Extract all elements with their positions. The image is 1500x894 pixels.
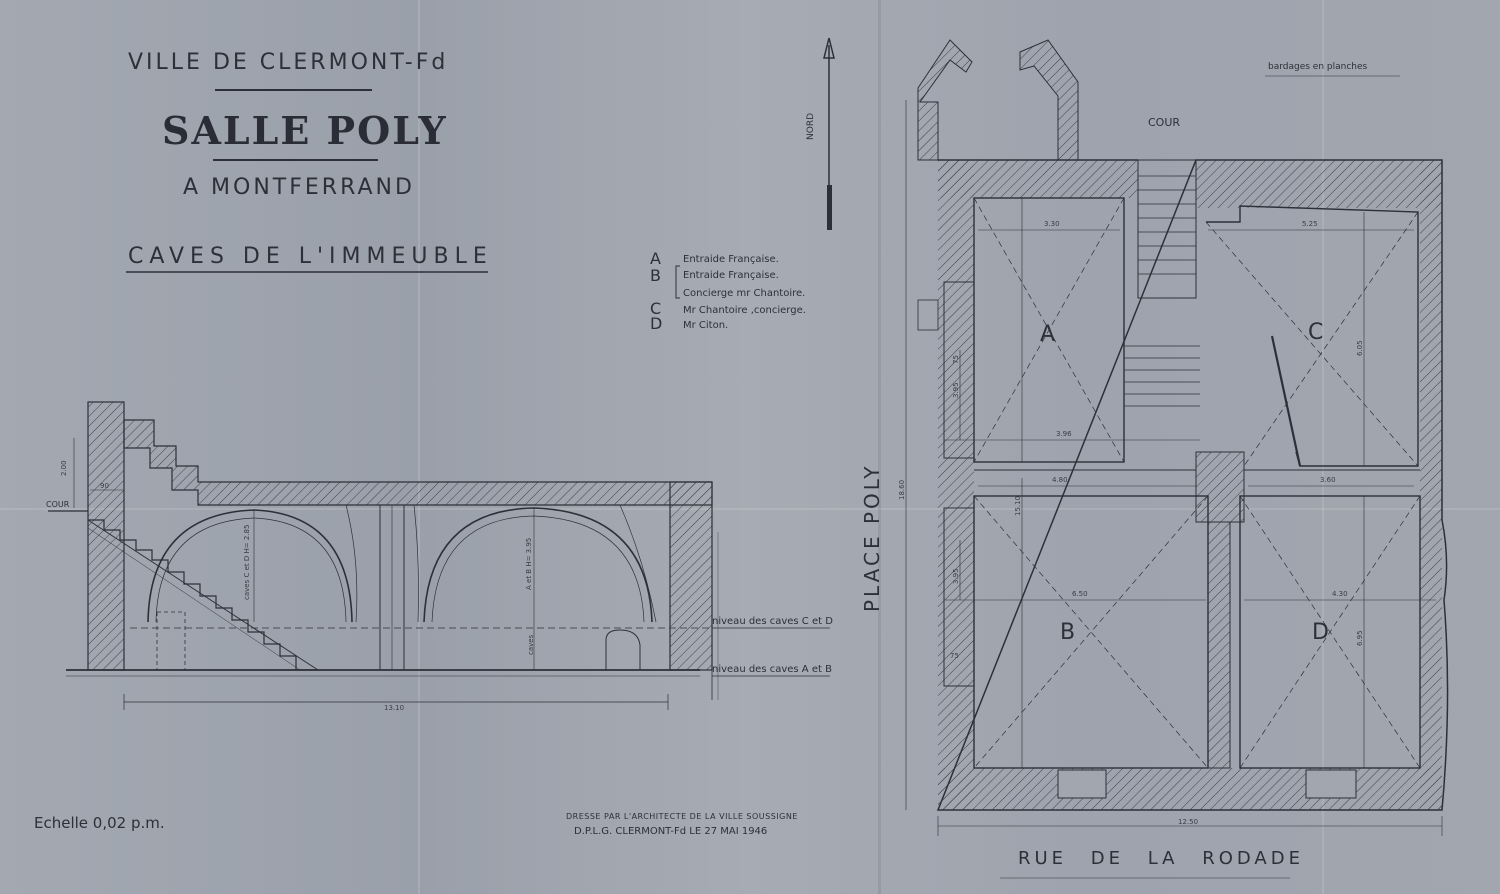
fold-line <box>1322 0 1324 894</box>
legend-text-b: Entraide Française. <box>683 270 779 281</box>
section-dim-caves: caves <box>527 634 535 655</box>
legend-text-c: Mr Chantoire ,concierge. <box>683 305 806 316</box>
plan-dim: 3.60 <box>1320 476 1336 484</box>
plan-dim: 3.95 <box>952 568 960 584</box>
room-d-label: D <box>1312 620 1329 645</box>
drawn-by-label: DRESSE PAR L'ARCHITECTE DE LA VILLE SOUS… <box>566 812 798 821</box>
plan-dim: 15.10 <box>1014 495 1022 516</box>
room-a-label: A <box>1040 322 1056 347</box>
level-ab-label: niveau des caves A et B <box>712 664 832 675</box>
legend-text-d: Mr Citon. <box>683 320 729 331</box>
plan-dim: 18.60 <box>898 479 906 500</box>
legend-text-concierge: Concierge mr Chantoire. <box>683 288 806 299</box>
legend-letter-b: B <box>650 266 661 285</box>
street-label: RUE DE LA RODADE <box>1018 848 1304 869</box>
plan-dim: 4.30 <box>1332 590 1348 598</box>
floor-plan <box>905 39 1449 879</box>
section-cour-label: COUR <box>46 500 70 509</box>
main-title: SALLE POLY <box>162 108 448 153</box>
plan-dim: 3.95 <box>952 382 960 398</box>
plan-dim: 12.50 <box>1178 818 1199 826</box>
legend-text-a: Entraide Française. <box>683 254 779 265</box>
fold-line <box>878 0 881 894</box>
fold-line <box>418 0 420 894</box>
subtitle: CAVES DE L'IMMEUBLE <box>128 244 493 269</box>
plan-dim: 5.25 <box>1302 220 1318 228</box>
fold-line <box>0 508 1500 510</box>
plan-dim: 4.80 <box>1052 476 1068 484</box>
north-arrow-icon <box>823 37 835 230</box>
section-dim-width: 90 <box>100 482 109 490</box>
north-label: NORD <box>806 113 816 140</box>
legend-letter-c: C <box>650 299 662 318</box>
plan-dim: 6.50 <box>1072 590 1088 598</box>
plan-dim: 6.05 <box>1356 340 1364 356</box>
plan-dim: 3.30 <box>1044 220 1060 228</box>
section-dim-vault-cd: caves C et D H= 2.85 <box>243 524 251 600</box>
plan-dim: 3.96 <box>1056 430 1072 438</box>
legend-letter-a: A <box>650 249 661 268</box>
plan-bardage-label: bardages en planches <box>1268 62 1368 72</box>
room-b-label: B <box>1060 620 1076 645</box>
section-dim-total: 13.10 <box>384 704 405 712</box>
place-poly-label: PLACE POLY <box>860 463 884 612</box>
city-title: VILLE DE CLERMONT-Fd <box>128 50 449 75</box>
plan-dim: 75 <box>950 652 959 660</box>
signature-label: D.P.L.G. CLERMONT-Fd LE 27 MAI 1946 <box>574 826 768 837</box>
plan-dim: 75 <box>952 355 960 364</box>
place-title: A MONTFERRAND <box>183 175 415 200</box>
plan-dim: 6.95 <box>1356 630 1364 646</box>
section-dim-height: 2.00 <box>60 460 68 476</box>
room-c-label: C <box>1308 320 1324 345</box>
section-drawing <box>48 401 830 710</box>
plan-cour-label: COUR <box>1148 116 1181 129</box>
scale-label: Echelle 0,02 p.m. <box>34 814 165 832</box>
section-dim-vault-ab: A et B H= 3.95 <box>525 537 533 590</box>
level-cd-label: niveau des caves C et D <box>712 616 833 627</box>
legend-letter-d: D <box>650 314 663 333</box>
